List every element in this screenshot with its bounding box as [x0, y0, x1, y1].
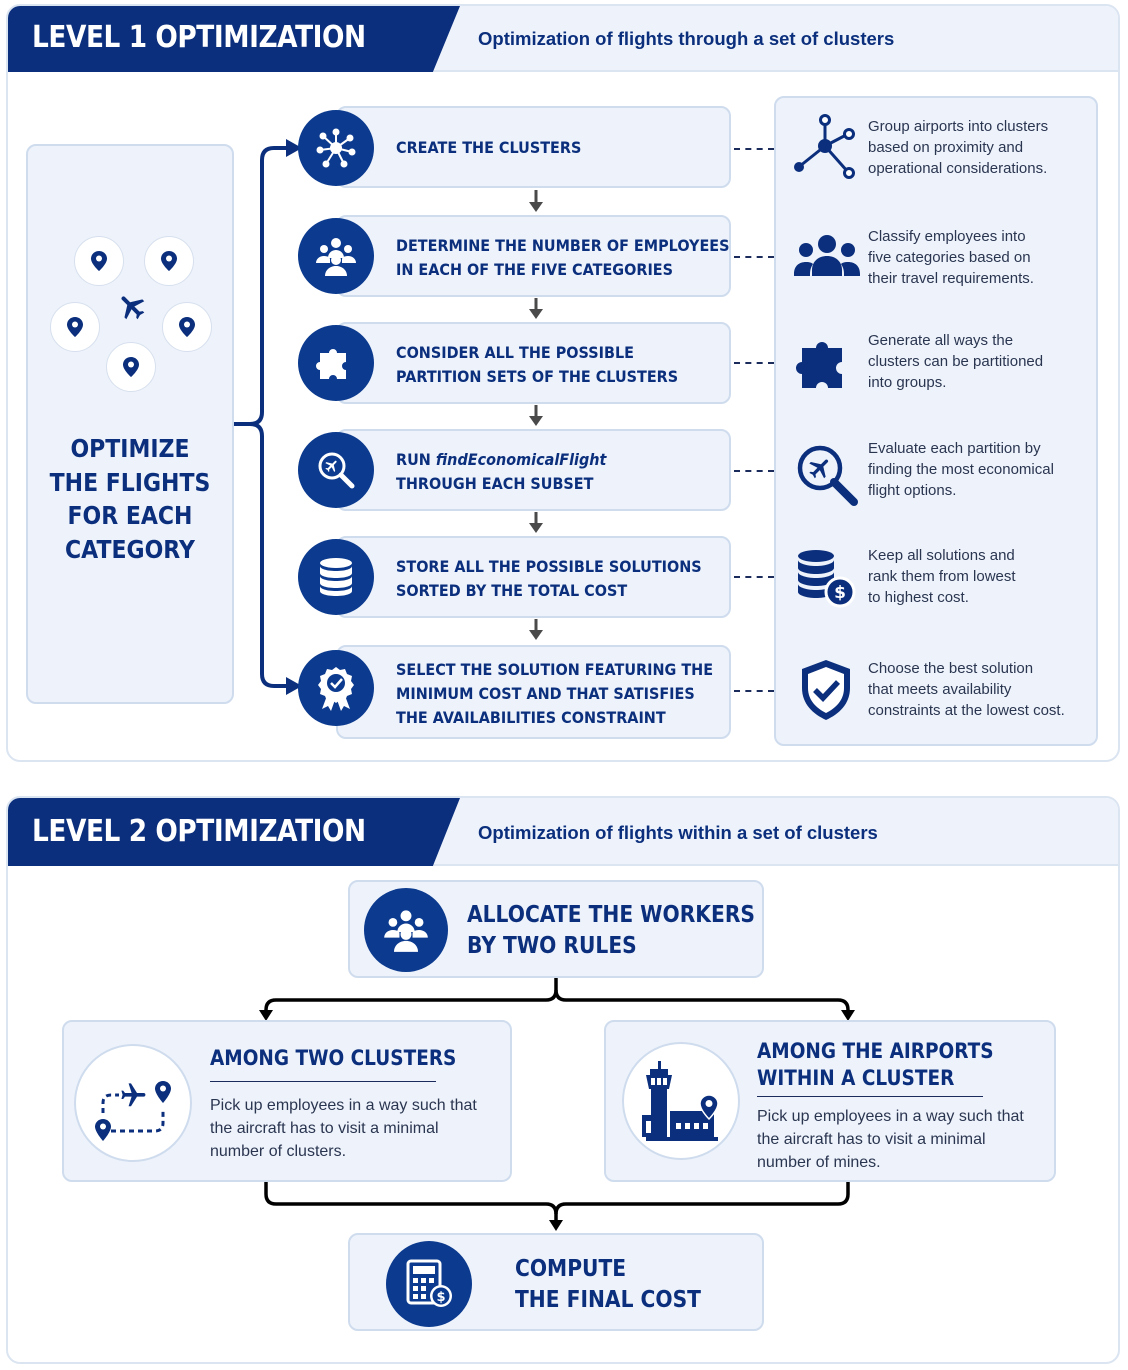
level1-subtitle: Optimization of flights through a set of…: [478, 28, 895, 49]
dashed-connector: [734, 470, 774, 472]
dashed-connector: [734, 256, 774, 258]
group-icon: [794, 235, 860, 276]
dashed-connector: [734, 362, 774, 364]
svg-text:$: $: [834, 583, 846, 603]
search-plane-icon: [797, 445, 858, 506]
rule1-divider: [210, 1081, 436, 1082]
search-plane-icon: [298, 432, 374, 508]
control-tower-icon: [622, 1042, 740, 1160]
optimize-category-box: OPTIMIZE THE FLIGHTS FOR EACH CATEGORY: [26, 144, 234, 704]
dashed-connector: [734, 148, 774, 150]
level2-title: LEVEL 2 OPTIMIZATION: [32, 814, 366, 849]
database-cost-icon: $: [798, 550, 856, 608]
group-icon: [364, 888, 448, 972]
airport-pin-icon: [106, 342, 156, 392]
level1-header-title-block: [8, 6, 460, 72]
shield-check-icon: [802, 660, 850, 720]
level2-header-title-block: [8, 798, 460, 866]
optimize-category-label: OPTIMIZE THE FLIGHTS FOR EACH CATEGORY: [49, 434, 211, 564]
group-icon: [298, 218, 374, 294]
airport-pin-icon: [144, 236, 194, 286]
branch-bracket: [234, 139, 543, 695]
rule2-divider: [757, 1096, 983, 1097]
function-name: findEconomicalFlight: [435, 450, 607, 469]
level2-subtitle: Optimization of flights within a set of …: [478, 822, 878, 843]
puzzle-icon: [796, 342, 842, 388]
dashed-connector: [734, 690, 774, 692]
airplane-icon: [121, 296, 145, 320]
route-map-icon: [74, 1044, 192, 1162]
airport-pin-icon: [74, 236, 124, 286]
network-icon: [794, 114, 855, 179]
description-panel: [774, 96, 1098, 746]
dashed-connector: [734, 576, 774, 578]
database-icon: [298, 539, 374, 615]
airport-pin-icon: [50, 302, 100, 352]
rule1-title: AMONG TWO CLUSTERS: [210, 1046, 457, 1070]
step-create-clusters: CREATE THE CLUSTERS: [336, 106, 731, 188]
puzzle-icon: [298, 325, 374, 401]
airport-pin-icon: [162, 302, 212, 352]
badge-check-icon: [298, 650, 374, 726]
calculator-cost-icon: $: [386, 1241, 472, 1327]
svg-text:$: $: [436, 1290, 445, 1305]
network-icon: [298, 110, 374, 186]
level1-title: LEVEL 1 OPTIMIZATION: [32, 20, 366, 55]
